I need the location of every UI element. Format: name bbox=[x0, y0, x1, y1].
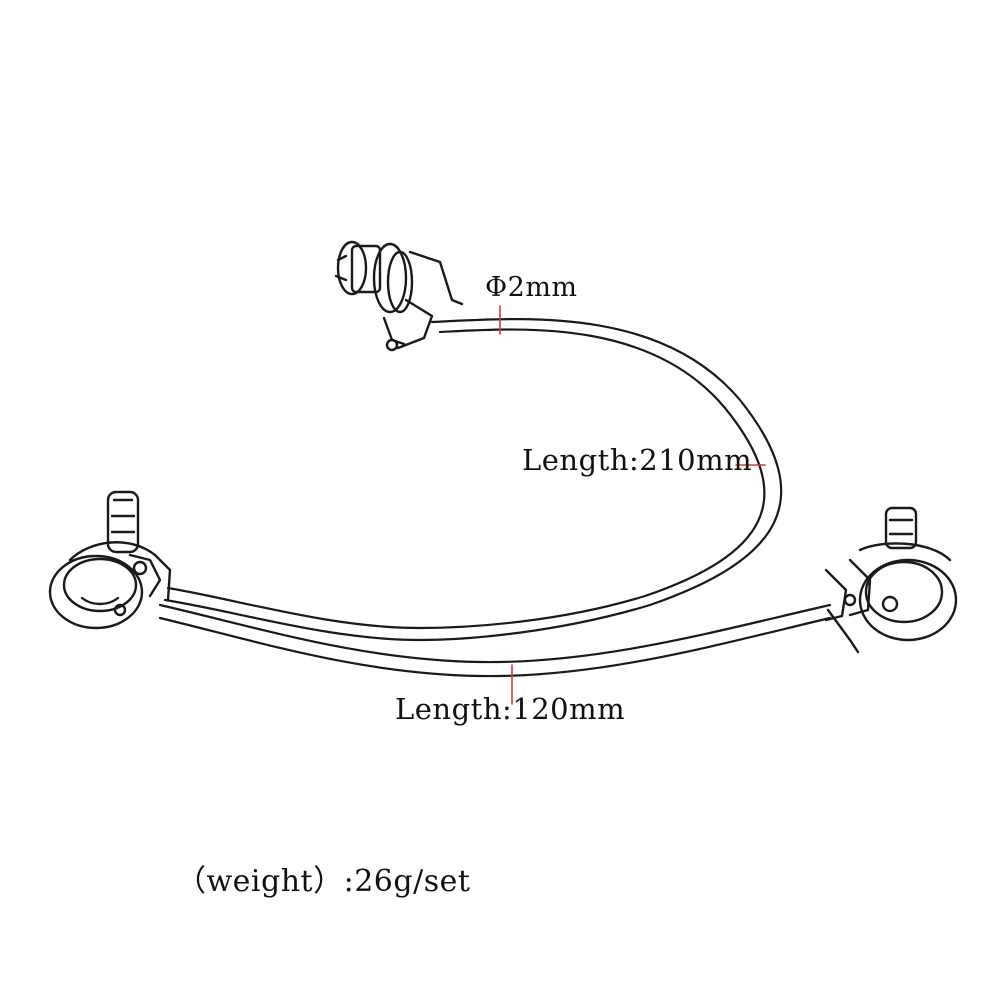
diameter-label: Φ2mm bbox=[485, 272, 578, 303]
long-wire bbox=[163, 318, 783, 642]
long-length-label: Length:210mm bbox=[522, 443, 753, 477]
weight-label: （weight）:26g/set bbox=[176, 864, 471, 899]
short-wire bbox=[158, 603, 832, 678]
output-jack-icon bbox=[334, 240, 464, 352]
pot-right-icon bbox=[824, 506, 958, 654]
dimension-markers bbox=[499, 305, 766, 705]
short-length-label: Length:120mm bbox=[395, 692, 626, 726]
pot-left-icon bbox=[48, 490, 172, 630]
